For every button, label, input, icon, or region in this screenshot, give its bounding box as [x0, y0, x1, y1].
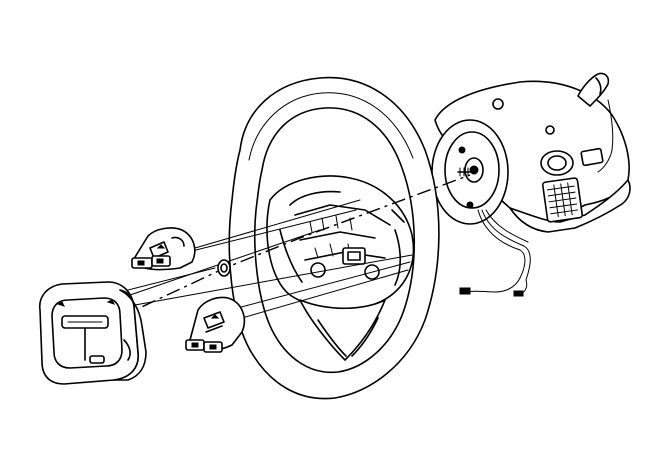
steering-wheel — [228, 76, 440, 400]
steering-column — [431, 72, 631, 297]
upper-switch-module — [131, 227, 196, 271]
airbag-module — [38, 281, 147, 385]
lower-switch-module — [185, 296, 246, 353]
switch-grid — [546, 182, 579, 218]
steering-nut — [217, 259, 231, 277]
